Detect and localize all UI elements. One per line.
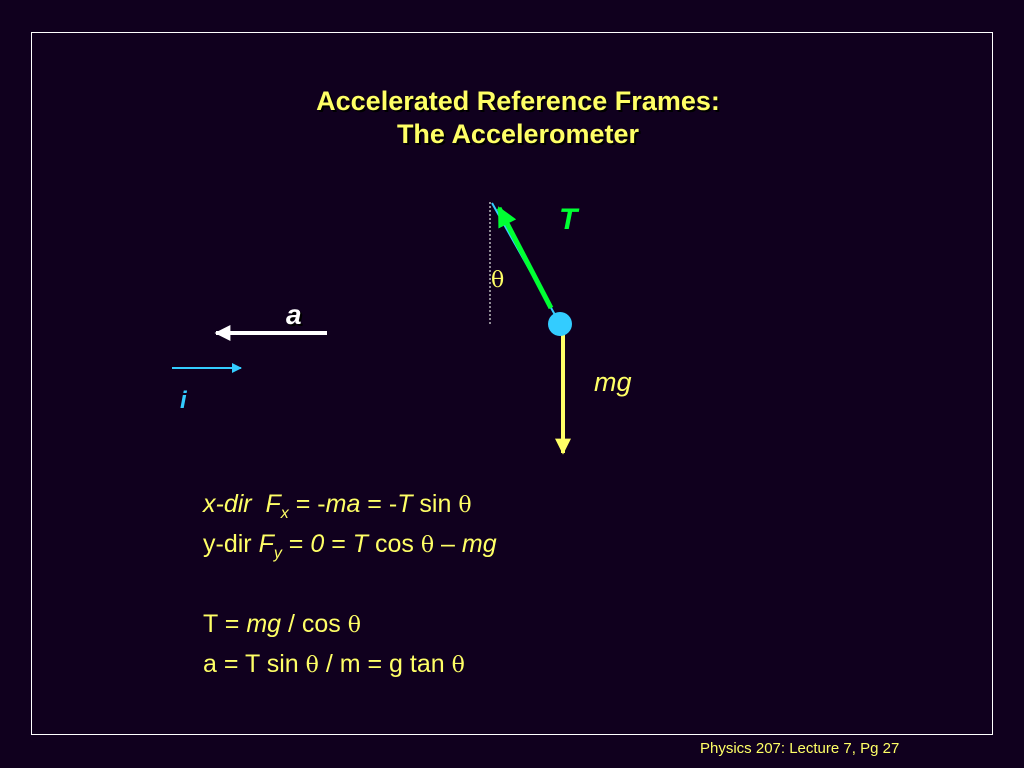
acceleration-label: a (286, 299, 302, 330)
equation-tension: T = mg / cos θ (203, 610, 361, 638)
tension-arrow (496, 206, 554, 310)
mass-bob (548, 312, 572, 336)
title-line-2: The Accelerometer (396, 119, 640, 149)
equation-acceleration: a = T sin θ / m = g tan θ (203, 650, 465, 678)
slide-footer: Physics 207: Lecture 7, Pg 27 (700, 740, 900, 757)
tension-label: T (559, 203, 578, 236)
title-line-1: Accelerated Reference Frames: (316, 86, 720, 116)
slide-title: Accelerated Reference Frames: The Accele… (0, 85, 1024, 151)
equation-y-dir: y-dir Fy = 0 = T cos θ – mg (203, 530, 497, 562)
equation-x-dir: x-dir Fx = -ma = -T sin θ (203, 490, 472, 522)
weight-label: mg (594, 367, 632, 397)
equations-block: x-dir Fx = -ma = -T sin θ y-dir Fy = 0 =… (203, 484, 497, 684)
angle-label: θ (491, 268, 505, 293)
slide-frame (31, 32, 993, 735)
unit-vector-label: i (180, 387, 187, 414)
